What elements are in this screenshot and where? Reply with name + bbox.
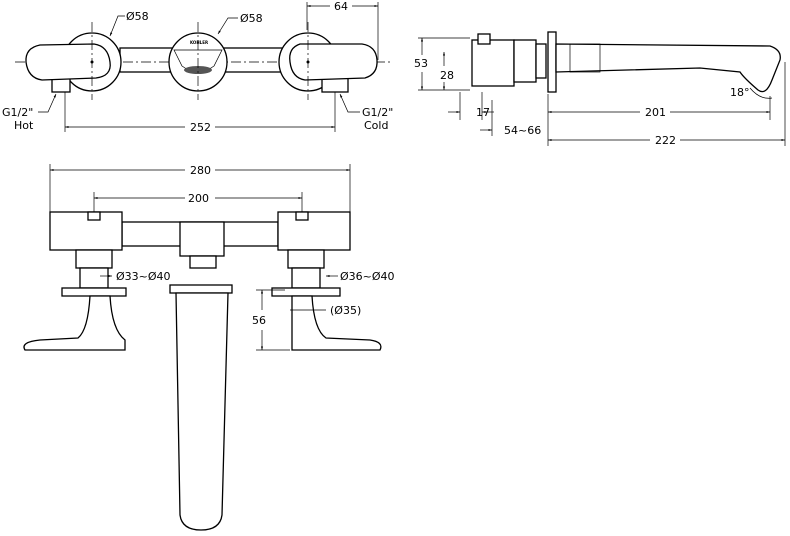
hot-lever-front <box>23 295 126 351</box>
wall-plate <box>547 31 557 93</box>
spout-front <box>175 292 229 531</box>
dim-left-hole: Ø33~Ø40 <box>116 270 171 283</box>
dim-center-diameter: Ø58 <box>240 12 263 25</box>
cold-thread-label: G1/2" <box>362 106 393 119</box>
dim-total-width: 280 <box>190 164 211 177</box>
hot-thread-label: G1/2" <box>2 106 33 119</box>
hot-valve-body <box>49 211 123 251</box>
cold-lever-front <box>291 295 382 351</box>
dim-plate-height: 53 <box>414 57 428 70</box>
aerator-mesh <box>184 66 212 74</box>
dim-body-depth: 17 <box>476 106 490 119</box>
dim-hole-min: (Ø35) <box>330 304 361 317</box>
cold-valve-body <box>277 211 351 251</box>
dim-wall-range: 54~66 <box>504 124 541 137</box>
hot-label: Hot <box>14 119 34 132</box>
cold-handle-flange <box>271 287 341 297</box>
dim-spout-angle: 18° <box>730 86 750 99</box>
top-view: KOHLER Ø58 Ø58 64 G1/2" Hot G1/2" Cold 2… <box>2 0 393 134</box>
dim-lever-offset: 64 <box>334 0 348 13</box>
dim-body-height: 28 <box>440 69 454 82</box>
front-view: 280 200 Ø33~Ø40 Ø36~Ø40 (Ø35) 56 <box>23 164 395 531</box>
side-view: 53 28 17 54~66 201 222 18° <box>414 31 786 147</box>
kohler-logo: KOHLER <box>190 40 208 45</box>
dim-spout-length: 201 <box>645 106 666 119</box>
dim-total-length: 222 <box>655 134 676 147</box>
dim-center-distance: 200 <box>188 192 209 205</box>
spout-side <box>555 43 781 93</box>
dim-span: 252 <box>190 121 211 134</box>
dim-right-hole: Ø36~Ø40 <box>340 270 395 283</box>
hot-lever <box>25 43 111 81</box>
dim-spout-drop: 56 <box>252 314 266 327</box>
hot-handle-flange <box>61 287 127 297</box>
cold-label: Cold <box>364 119 388 132</box>
cold-lever <box>289 43 378 81</box>
dim-left-diameter: Ø58 <box>126 10 149 23</box>
